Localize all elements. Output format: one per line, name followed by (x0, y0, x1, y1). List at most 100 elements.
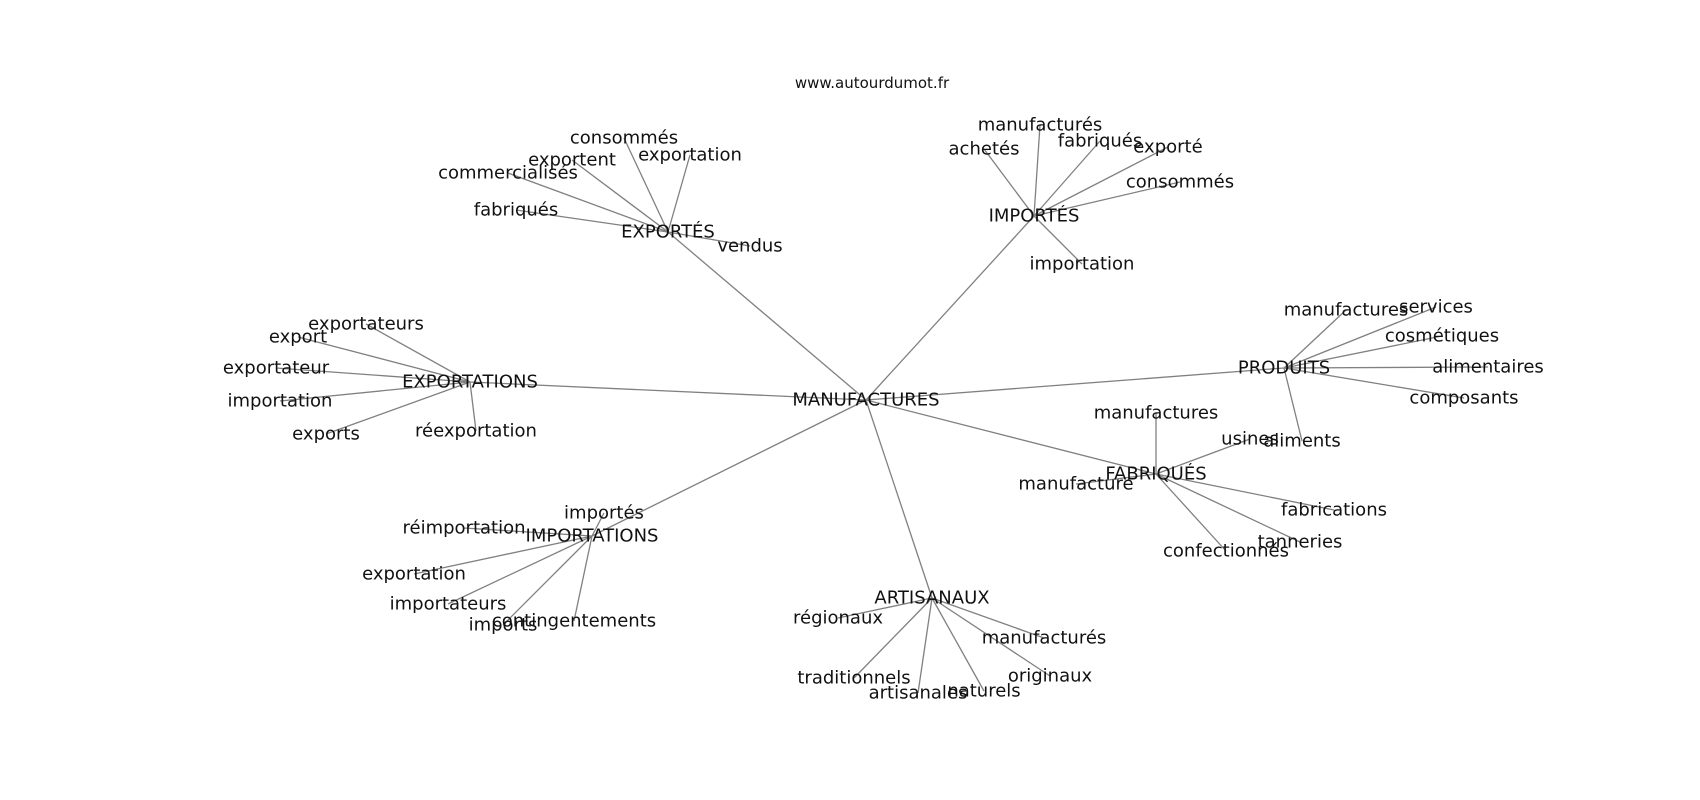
word-node[interactable]: consommés (1126, 172, 1234, 193)
edge-hub-leaf (279, 381, 471, 402)
edge-center-hub (469, 381, 867, 401)
edge-hub-leaf (571, 159, 669, 233)
edge-hub-leaf (917, 597, 933, 694)
word-node[interactable]: manufacturés (978, 115, 1103, 136)
edge-hub-leaf (573, 535, 593, 622)
word-node[interactable]: importateurs (390, 594, 507, 615)
edge-hub-leaf (837, 597, 933, 619)
word-node[interactable]: fabriqués (1058, 131, 1142, 152)
edge-hub-leaf (1283, 306, 1437, 369)
edge-hub-leaf (1155, 438, 1251, 475)
edge-hub-leaf (297, 336, 471, 383)
edge-hub-leaf (1283, 366, 1489, 369)
edge-center-hub (591, 399, 867, 537)
word-node[interactable]: traditionnels (797, 668, 910, 689)
word-node[interactable]: export (269, 327, 327, 348)
edge-hub-leaf (931, 597, 1051, 677)
word-node[interactable]: manufactures (1094, 403, 1219, 424)
edge-hub-leaf (591, 512, 605, 537)
word-node[interactable]: consommés (570, 128, 678, 149)
word-node[interactable]: exportation (362, 564, 466, 585)
edge-hub-leaf (1033, 181, 1181, 217)
cluster-node[interactable]: IMPORTATIONS (526, 526, 659, 547)
cluster-node[interactable]: PRODUITS (1238, 358, 1330, 379)
graph-edges (275, 124, 1489, 694)
cluster-node[interactable]: IMPORTÉS (989, 205, 1080, 227)
edge-hub-leaf (275, 367, 471, 383)
word-node[interactable]: exportent (528, 150, 616, 171)
edge-hub-leaf (1155, 473, 1335, 511)
edge-center-hub (865, 367, 1285, 401)
edge-hub-leaf (1283, 367, 1465, 399)
word-node[interactable]: fabrications (1281, 500, 1387, 521)
word-node[interactable]: vendus (717, 236, 782, 257)
edge-hub-leaf (447, 535, 593, 605)
word-node[interactable]: réimportation (402, 518, 525, 539)
word-node[interactable]: importation (228, 391, 333, 412)
word-node[interactable]: réexportation (415, 421, 537, 442)
word-node[interactable]: originaux (1008, 666, 1093, 687)
word-node[interactable]: tanneries (1258, 532, 1343, 553)
edge-hub-leaf (1283, 335, 1443, 369)
word-node[interactable]: usines (1221, 429, 1279, 450)
edge-hub-leaf (469, 381, 477, 432)
cluster-node[interactable]: EXPORTATIONS (402, 372, 538, 393)
word-node[interactable]: exporté (1133, 137, 1202, 158)
edge-hub-leaf (1155, 473, 1301, 543)
graph-labels: www.autourdumot.fr MANUFACTURES EXPORTÉS c… (223, 74, 1544, 704)
word-node[interactable]: importation (1030, 254, 1135, 275)
word-node[interactable]: naturels (947, 681, 1020, 702)
edge-hub-leaf (667, 154, 691, 233)
source-site-label: www.autourdumot.fr (795, 74, 950, 92)
edge-center-hub (667, 231, 867, 401)
edge-hub-leaf (983, 148, 1035, 217)
edge-hub-leaf (853, 597, 933, 679)
cluster-node[interactable]: ARTISANAUX (874, 588, 989, 609)
center-node[interactable]: MANUFACTURES (792, 390, 939, 411)
edge-hub-leaf (931, 597, 1045, 639)
word-node[interactable]: régionaux (793, 608, 883, 629)
edge-hub-leaf (1155, 473, 1227, 552)
edge-hub-leaf (1033, 146, 1169, 217)
word-node[interactable]: confectionnés (1163, 541, 1289, 562)
cluster-node[interactable]: EXPORTÉS (621, 221, 715, 243)
word-node[interactable]: importés (564, 503, 644, 524)
edge-hub-leaf (667, 231, 751, 247)
edge-hub-leaf (1283, 367, 1303, 442)
edge-hub-leaf (463, 527, 593, 537)
edge-hub-leaf (1033, 124, 1041, 217)
word-node[interactable]: achetés (949, 139, 1020, 160)
edge-hub-leaf (931, 597, 985, 692)
word-node[interactable]: exportateurs (308, 314, 424, 335)
word-node[interactable]: commercialisés (438, 163, 578, 184)
edge-hub-leaf (325, 381, 471, 435)
cluster-node[interactable]: FABRIQUÉS (1105, 463, 1206, 485)
word-node[interactable]: cosmétiques (1385, 326, 1499, 347)
edge-center-hub (865, 399, 933, 599)
word-node[interactable]: artisanales (869, 683, 968, 704)
edge-hub-leaf (1033, 215, 1083, 265)
word-node[interactable]: composants (1409, 388, 1518, 409)
edge-hub-leaf (365, 323, 471, 383)
edge-center-hub (865, 215, 1035, 401)
word-node[interactable]: manufacture (1018, 474, 1133, 495)
edge-hub-leaf (623, 137, 669, 233)
word-node[interactable]: imports (469, 615, 538, 636)
edge-center-hub (865, 399, 1157, 475)
word-node[interactable]: exportation (638, 145, 742, 166)
edge-hub-leaf (507, 172, 669, 233)
word-node[interactable]: contingentements (492, 611, 656, 632)
word-node[interactable]: aliments (1263, 431, 1340, 452)
word-node[interactable]: manufacturés (982, 628, 1107, 649)
word-node[interactable]: fabriqués (474, 200, 558, 221)
word-node[interactable]: alimentaires (1432, 357, 1544, 378)
word-node[interactable]: manufactures (1284, 300, 1409, 321)
word-node[interactable]: services (1399, 297, 1473, 318)
edge-hub-leaf (502, 535, 593, 626)
word-node[interactable]: exports (292, 424, 360, 445)
edge-hub-leaf (1075, 473, 1157, 485)
edge-hub-leaf (515, 209, 669, 233)
word-node[interactable]: exportateur (223, 358, 330, 379)
edge-hub-leaf (1283, 309, 1347, 369)
